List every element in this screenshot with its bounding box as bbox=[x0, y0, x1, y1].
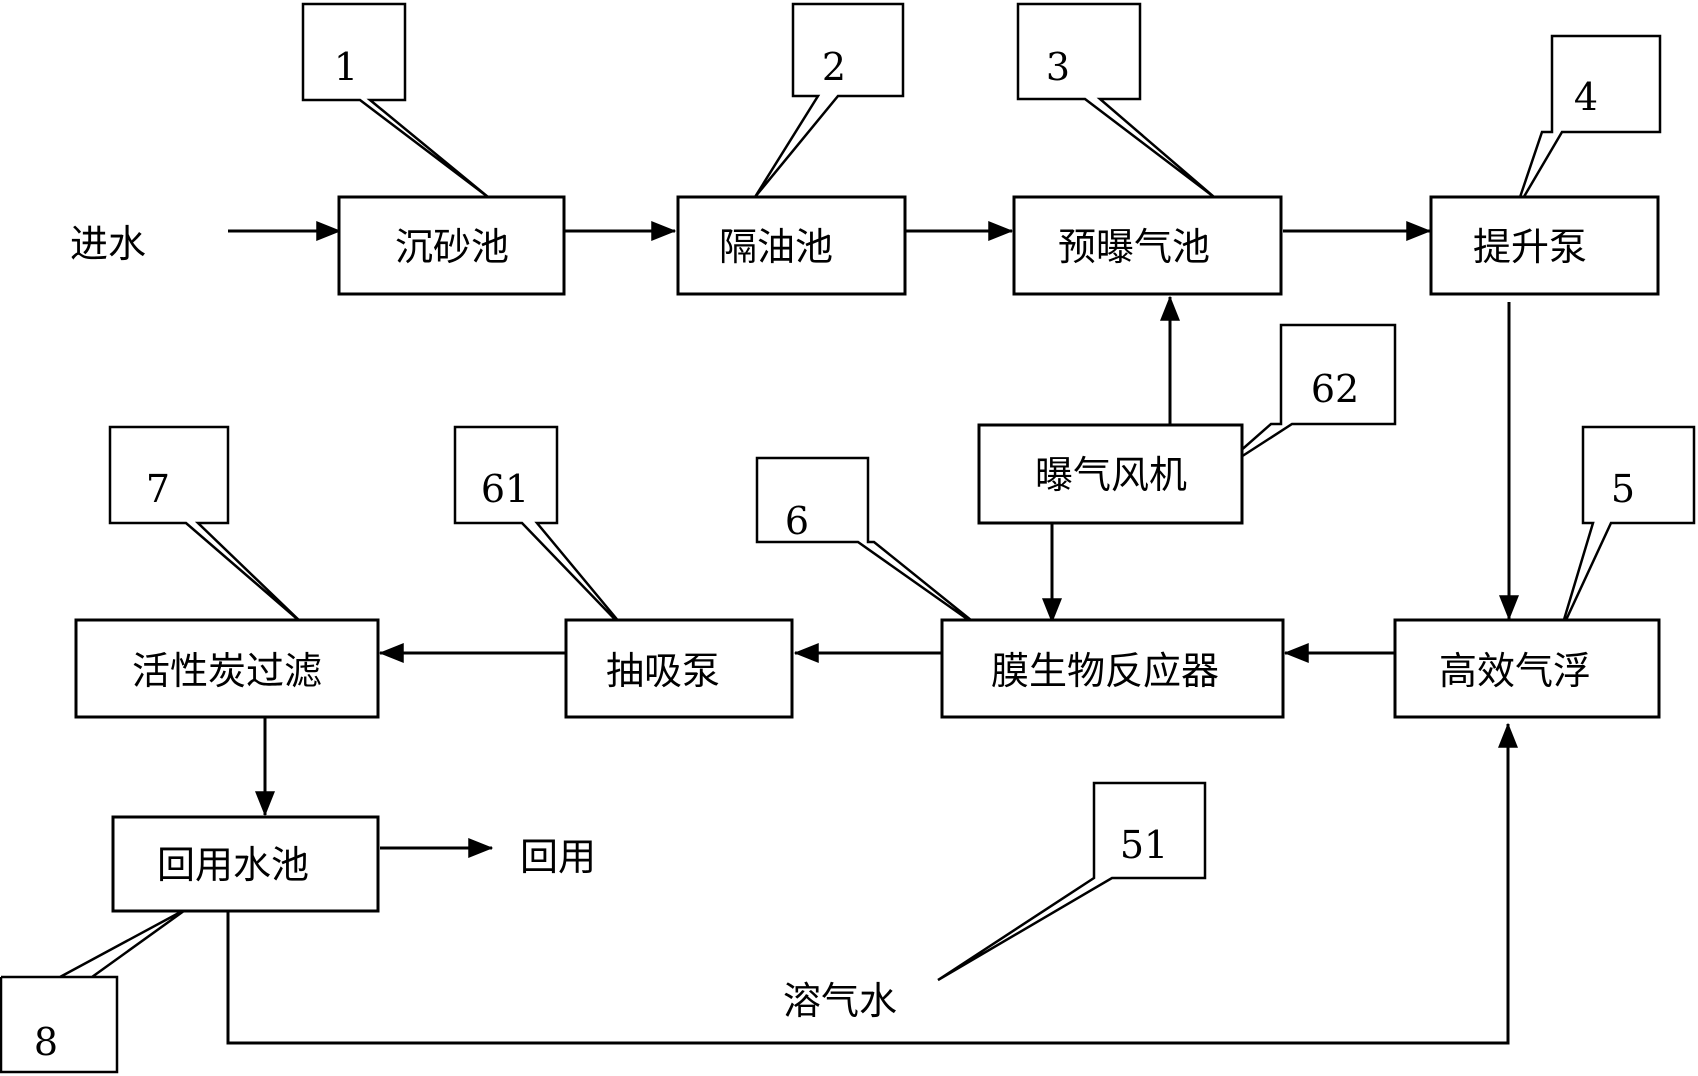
aeration-blower-box bbox=[977, 423, 1244, 525]
callout-3 bbox=[1016, 2, 1215, 198]
callout-7-number: 7 bbox=[146, 467, 170, 511]
flow-connectors bbox=[226, 221, 1519, 1045]
lift-pump-box bbox=[1429, 195, 1660, 296]
suction-pump-label: 抽吸泵 bbox=[606, 649, 720, 693]
grit-chamber-label: 沉砂池 bbox=[395, 225, 509, 269]
reuse-water-tank-label: 回用水池 bbox=[157, 843, 309, 887]
reuse-out-label: 回用 bbox=[520, 835, 596, 879]
callout-7 bbox=[108, 425, 304, 625]
callout-61 bbox=[453, 425, 631, 636]
callout-1-number: 1 bbox=[334, 45, 358, 89]
lift-pump-label: 提升泵 bbox=[1473, 225, 1587, 269]
membrane-bioreactor-label: 膜生物反应器 bbox=[991, 649, 1219, 693]
high-efficiency-flotation-label: 高效气浮 bbox=[1439, 649, 1591, 693]
callout-3-number: 3 bbox=[1046, 45, 1070, 89]
callout-2-number: 2 bbox=[822, 45, 846, 89]
free-labels: 进水 回用 溶气水 bbox=[70, 222, 897, 1023]
callout-61-number: 61 bbox=[481, 467, 529, 511]
callout-5 bbox=[1558, 425, 1696, 634]
callout-8 bbox=[0, 906, 189, 1074]
callout-5-number: 5 bbox=[1611, 467, 1635, 511]
oil-separator-box bbox=[676, 195, 907, 296]
arrow-dissolved-air-water-return bbox=[226, 722, 1518, 1045]
callout-4-number: 4 bbox=[1574, 75, 1598, 119]
aeration-blower-label: 曝气风机 bbox=[1035, 453, 1187, 497]
callout-62-number: 62 bbox=[1311, 367, 1359, 411]
process-labels: 沉砂池 隔油池 预曝气池 提升泵 曝气风机 高效气浮 膜生物反应器 抽吸泵 活性… bbox=[132, 225, 1591, 887]
process-boxes bbox=[74, 195, 1661, 913]
pre-aeration-tank-box bbox=[1012, 195, 1283, 296]
callout-numbers: 1 2 3 4 62 7 61 6 5 51 8 bbox=[34, 45, 1635, 1064]
callout-8-number: 8 bbox=[34, 1020, 58, 1064]
activated-carbon-filter-label: 活性炭过滤 bbox=[132, 649, 322, 693]
oil-separator-label: 隔油池 bbox=[719, 225, 833, 269]
high-efficiency-flotation-box bbox=[1393, 618, 1661, 719]
callout-6-number: 6 bbox=[785, 499, 809, 543]
reuse-water-tank-box bbox=[111, 815, 380, 913]
callout-1 bbox=[301, 2, 489, 198]
callout-62 bbox=[1212, 323, 1397, 477]
callout-51 bbox=[937, 781, 1207, 982]
pre-aeration-tank-label: 预曝气池 bbox=[1058, 225, 1210, 269]
callout-6 bbox=[755, 456, 988, 635]
callout-2 bbox=[753, 2, 905, 198]
suction-pump-box bbox=[564, 618, 794, 719]
membrane-bioreactor-box bbox=[940, 618, 1285, 719]
callout-4 bbox=[1513, 34, 1662, 213]
activated-carbon-filter-box bbox=[74, 618, 380, 719]
grit-chamber-box bbox=[337, 195, 566, 296]
callout-51-number: 51 bbox=[1120, 823, 1168, 867]
dissolved-air-water-label: 溶气水 bbox=[783, 979, 897, 1023]
inlet-label: 进水 bbox=[70, 222, 146, 266]
